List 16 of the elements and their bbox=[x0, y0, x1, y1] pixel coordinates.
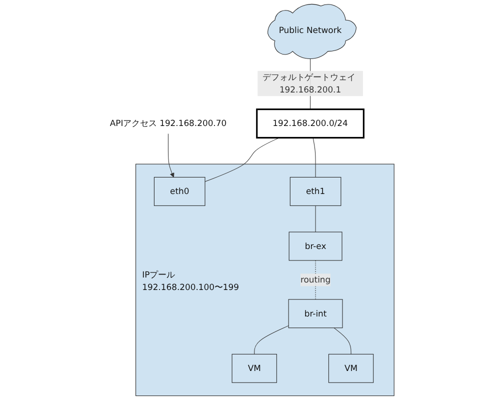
connector bbox=[334, 328, 352, 354]
connector bbox=[312, 137, 316, 178]
node-box: eth1 bbox=[290, 176, 342, 206]
arrow bbox=[168, 134, 174, 178]
connector bbox=[315, 205, 316, 232]
node-box: eth0 bbox=[154, 176, 206, 206]
node-box: 192.168.200.0/24 bbox=[256, 108, 364, 139]
edge-label: デフォルトゲートウェイ 192.168.200.1 bbox=[262, 72, 356, 95]
node-text: APIアクセス 192.168.200.70 bbox=[110, 118, 227, 128]
edge-label: routing bbox=[300, 274, 331, 285]
node-box: br-ex bbox=[288, 232, 342, 261]
node-box: VM bbox=[232, 354, 277, 383]
node-box: br-int bbox=[288, 299, 343, 328]
connector bbox=[204, 137, 280, 182]
node-box: VM bbox=[328, 354, 374, 383]
connector bbox=[254, 325, 289, 354]
